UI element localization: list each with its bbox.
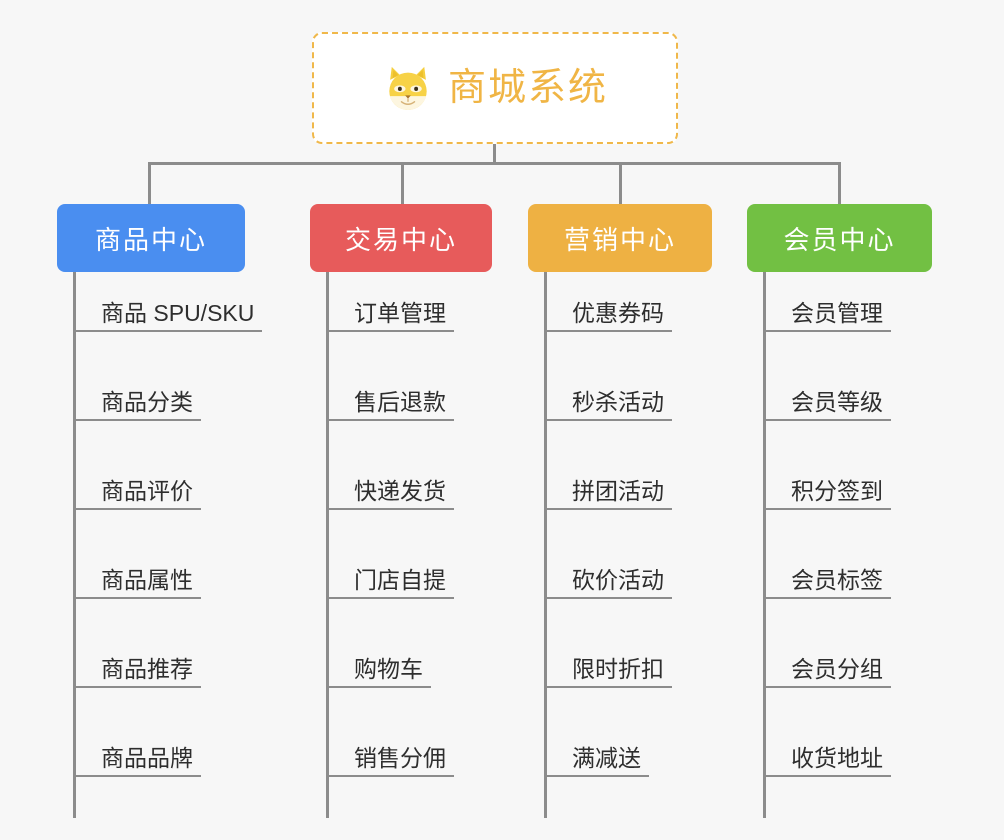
leaf-item[interactable]: 快递发货 xyxy=(326,478,454,511)
leaf-item[interactable]: 商品属性 xyxy=(73,567,201,600)
branch-header-label: 交易中心 xyxy=(344,224,457,255)
leaf-item[interactable]: 秒杀活动 xyxy=(544,389,672,422)
leaf-item[interactable]: 拼团活动 xyxy=(544,478,672,511)
branch-header-label: 商品中心 xyxy=(94,224,207,255)
leaf-item[interactable]: 会员标签 xyxy=(763,567,891,600)
leaf-item[interactable]: 满减送 xyxy=(544,745,649,778)
leaf-item[interactable]: 商品分类 xyxy=(73,389,201,422)
branch-header-label: 营销中心 xyxy=(563,224,676,255)
leaf-item[interactable]: 积分签到 xyxy=(763,478,891,511)
leaf-item[interactable]: 会员管理 xyxy=(763,300,891,333)
leaf-item[interactable]: 砍价活动 xyxy=(544,567,672,600)
branch-spine xyxy=(544,272,547,818)
root-title: 商城系统 xyxy=(447,67,608,109)
leaf-item[interactable]: 售后退款 xyxy=(326,389,454,422)
leaf-item[interactable]: 会员等级 xyxy=(763,389,891,422)
leaf-item[interactable]: 购物车 xyxy=(326,656,431,689)
leaf-item[interactable]: 门店自提 xyxy=(326,567,454,600)
connector-root-stem xyxy=(493,144,496,164)
connector-drop-1 xyxy=(148,162,151,206)
shiba-dog-face-icon xyxy=(389,66,427,112)
leaf-item[interactable]: 商品品牌 xyxy=(73,745,201,778)
branch-header-product-center[interactable]: 商品中心 xyxy=(57,204,245,272)
branch-spine xyxy=(326,272,329,818)
leaf-item[interactable]: 限时折扣 xyxy=(544,656,672,689)
connector-drop-4 xyxy=(838,162,841,206)
branch-header-marketing-center[interactable]: 营销中心 xyxy=(528,204,712,272)
leaf-item[interactable]: 销售分佣 xyxy=(326,745,454,778)
connector-horizontal-bus xyxy=(148,162,840,165)
leaf-item[interactable]: 优惠券码 xyxy=(544,300,672,333)
connector-drop-2 xyxy=(401,162,404,206)
leaf-item[interactable]: 商品评价 xyxy=(73,478,201,511)
branch-header-trade-center[interactable]: 交易中心 xyxy=(310,204,492,272)
branch-header-label: 会员中心 xyxy=(783,224,896,255)
leaf-item[interactable]: 商品 SPU/SKU xyxy=(73,300,263,333)
branch-spine xyxy=(73,272,76,818)
leaf-item[interactable]: 会员分组 xyxy=(763,656,891,689)
leaf-item[interactable]: 收货地址 xyxy=(763,745,891,778)
branch-spine xyxy=(763,272,766,818)
leaf-item[interactable]: 商品推荐 xyxy=(73,656,201,689)
connector-drop-3 xyxy=(619,162,622,206)
root-node[interactable]: 商城系统 xyxy=(312,32,678,144)
branch-header-member-center[interactable]: 会员中心 xyxy=(747,204,932,272)
leaf-item[interactable]: 订单管理 xyxy=(326,300,454,333)
